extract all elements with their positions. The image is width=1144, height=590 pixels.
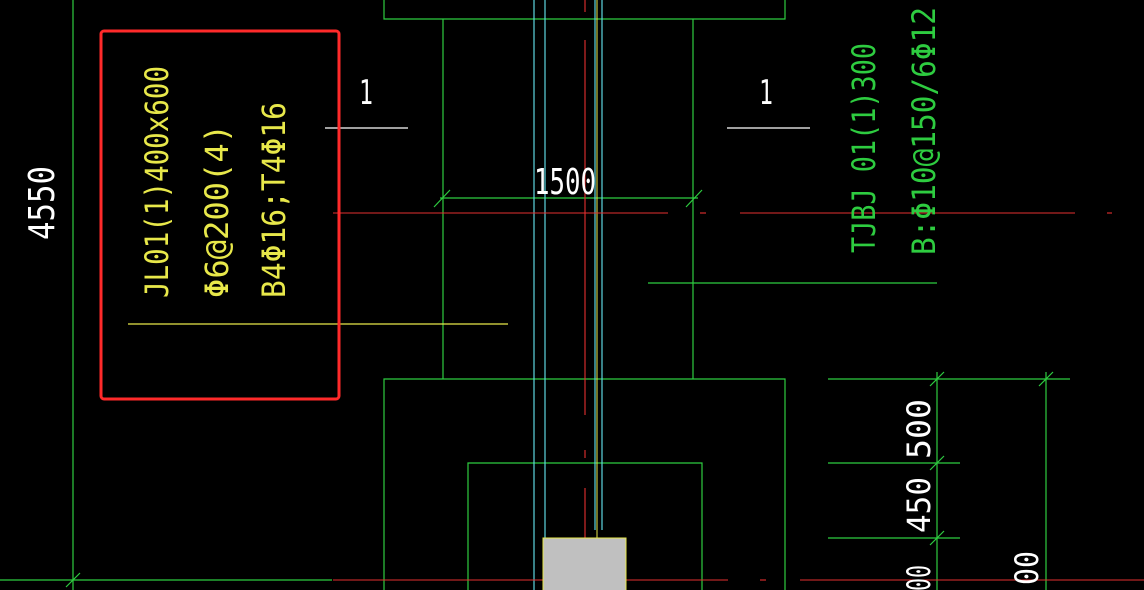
top-footing-outline (383, 0, 786, 20)
cyan-geometry (533, 0, 603, 590)
step-annotation-line-1: TJBJ 01(1)300 (845, 43, 883, 253)
section-mark-right-label: 1 (759, 73, 773, 113)
beam-annotation-line-3: B4Φ16;T4Φ16 (255, 102, 293, 298)
dim-1500-text: 1500 (534, 162, 596, 203)
highlight-box (99, 29, 341, 401)
section-mark-left-label: 1 (359, 73, 373, 113)
dim-right-tick-3 (929, 530, 945, 546)
dim-450-text: 450 (900, 477, 938, 533)
beam-annotation-line-1: JL01(1)400x600 (138, 66, 176, 298)
dim-partial-text-2: 00 (1008, 551, 1046, 585)
pedestal-outline (467, 462, 703, 590)
dim-right-tick-1 (929, 371, 945, 387)
dim-partial-text-1: 00 (900, 565, 938, 590)
dim-1500-tick-right (685, 189, 703, 208)
dim-right-tick-outer (1038, 371, 1054, 387)
dim-left-tick (65, 572, 81, 588)
step-annotation-line-2: B:Φ10@150/6Φ12 (905, 7, 943, 255)
green-geometry (0, 0, 1070, 590)
dim-4550-text: 4550 (22, 166, 63, 240)
yellow-geometry (128, 0, 598, 538)
dim-1500-tick-left (433, 189, 451, 208)
column-section-fill (542, 537, 627, 590)
beam-annotation-line-2: Φ6@200(4) (198, 124, 236, 298)
dim-right-tick-2 (929, 455, 945, 471)
dim-500-text: 500 (900, 399, 938, 459)
